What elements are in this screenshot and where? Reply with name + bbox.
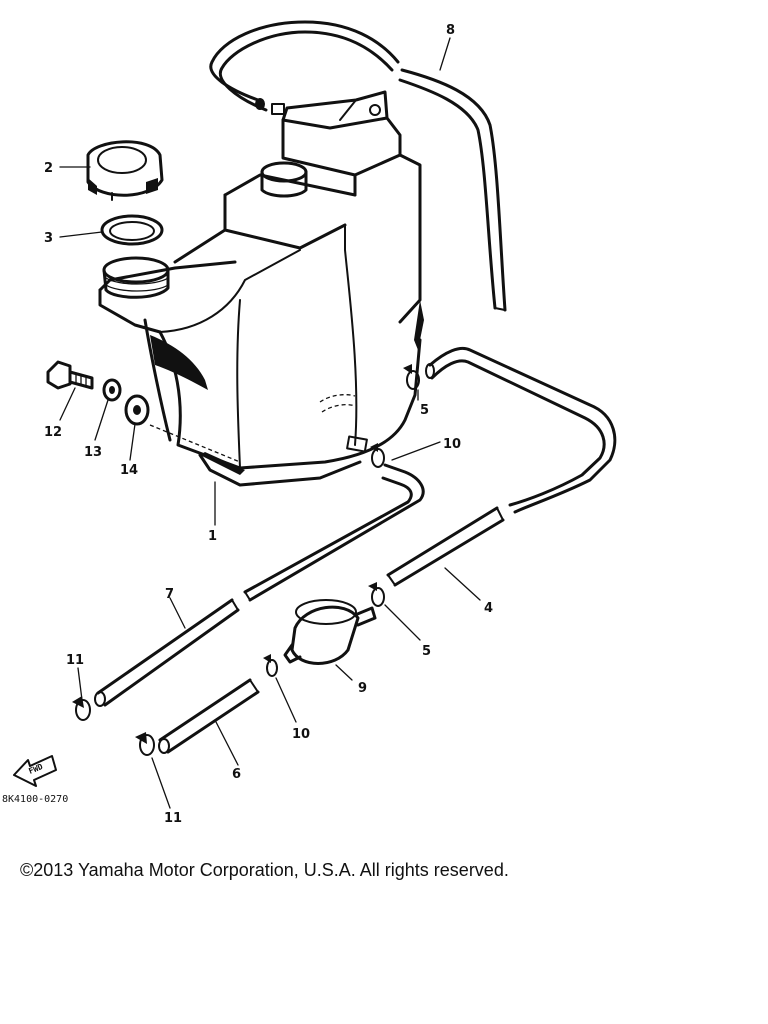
drawing-code: 8K4100-0270	[2, 794, 68, 805]
callout-10-lower: 10	[292, 727, 310, 742]
hose-clamps	[72, 364, 420, 756]
parts-diagram: 8 2 3 12 13 14 1 5 10 4 5 7 9 10 11 11 6…	[2, 20, 617, 826]
filler-cap	[86, 140, 164, 201]
callout-1: 1	[208, 529, 217, 544]
callout-3: 3	[44, 231, 53, 246]
copyright-notice: ©2013 Yamaha Motor Corporation, U.S.A. A…	[20, 860, 509, 880]
callout-13: 13	[84, 445, 102, 460]
forward-arrow: FWD	[13, 755, 57, 787]
callout-4: 4	[484, 601, 493, 616]
callout-11-lower: 11	[164, 811, 182, 826]
callout-2: 2	[44, 161, 53, 176]
clamp-5-upper	[403, 364, 420, 390]
callout-5-upper: 5	[420, 403, 429, 418]
clamp-5-lower	[368, 582, 385, 607]
hose-7	[94, 463, 425, 707]
clamp-10-upper	[370, 443, 385, 468]
callout-9: 9	[358, 681, 367, 696]
cap-gasket	[100, 214, 164, 246]
inline-filter	[283, 599, 377, 665]
clamp-11-upper	[72, 696, 91, 721]
callout-5-lower: 5	[422, 644, 431, 659]
callout-6: 6	[232, 767, 241, 782]
callout-8: 8	[446, 23, 455, 38]
callout-10-upper: 10	[443, 437, 461, 452]
clamp-10-lower	[263, 654, 278, 677]
reservoir-tank	[98, 90, 424, 487]
callout-7: 7	[165, 587, 174, 602]
callout-labels: 8 2 3 12 13 14 1 5 10 4 5 7 9 10 11 11 6	[44, 23, 493, 826]
callout-14: 14	[120, 463, 138, 478]
callout-11-upper: 11	[66, 653, 84, 668]
hose-4	[386, 346, 617, 587]
clamp-11-lower	[135, 732, 155, 756]
leader-lines	[59, 37, 481, 809]
callout-12: 12	[44, 425, 62, 440]
hose-6	[158, 678, 260, 754]
hose-8	[209, 20, 507, 312]
bolt-and-washers	[46, 360, 150, 426]
